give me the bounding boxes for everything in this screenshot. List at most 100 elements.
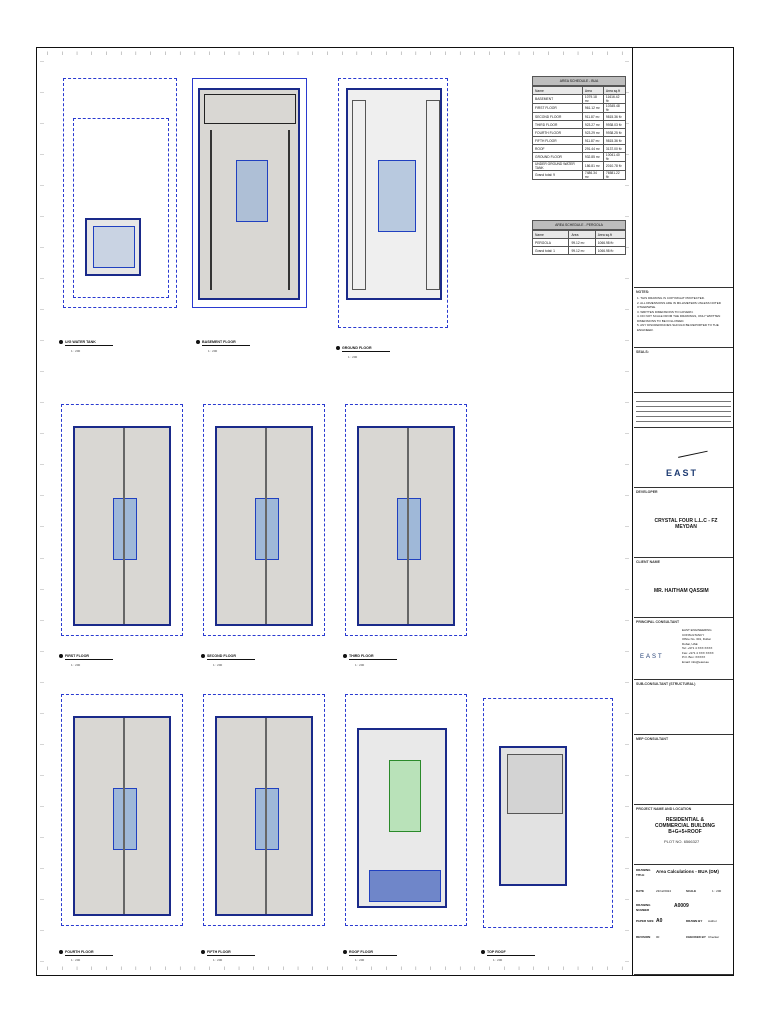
grid-tick: | xyxy=(474,50,476,55)
principal-detail-line: P.O. Box: XXXXX xyxy=(682,655,706,659)
schedule-cell: BASEMENT xyxy=(532,94,583,104)
grid-tick: | xyxy=(253,50,255,55)
grid-tick: | xyxy=(547,965,550,970)
schedule-cell: 99.12 m² xyxy=(568,246,596,255)
structural-label: SUB-CONSULTANT (STRUCTURAL) xyxy=(636,682,696,686)
consultant-logo: EAST xyxy=(666,468,699,478)
date-value: 23/12/2024 xyxy=(656,889,672,893)
plan-title: SECOND FLOOR xyxy=(201,654,255,660)
schedule-title: AREA SCHEDULE - BUA xyxy=(532,76,626,86)
grid-tick: | xyxy=(577,50,579,55)
project-section: PROJECT NAME AND LOCATION RESIDENTIAL & … xyxy=(634,805,733,865)
grid-tick: — xyxy=(625,58,629,63)
grid-tick: — xyxy=(625,864,629,870)
grid-tick: — xyxy=(40,430,44,436)
grid-tick: — xyxy=(625,802,629,808)
schedule-cell: 1066.98 ft² xyxy=(594,246,627,255)
principal-detail-line: Tel: +971 4 XXX XXXX xyxy=(682,646,713,650)
schedule-cell: 186.81 m² xyxy=(581,161,604,171)
grid-tick: | xyxy=(415,965,417,970)
grid-tick: | xyxy=(533,50,535,55)
grid-tick: — xyxy=(40,275,44,281)
grid-tick: | xyxy=(503,50,505,55)
grid-tick: | xyxy=(282,965,284,970)
schedule-cell: 9938.25 ft² xyxy=(602,128,627,137)
grid-tick: — xyxy=(40,616,44,622)
plan-scale: 1 : 200 xyxy=(71,663,81,667)
grid-tick: | xyxy=(385,50,387,55)
schedule-cell: 76581.22 ft² xyxy=(602,170,627,180)
schedule-cell: 1066.98 ft² xyxy=(594,238,627,247)
grid-tick: | xyxy=(164,50,166,55)
grid-tick: | xyxy=(150,50,152,55)
grid-tick: | xyxy=(621,50,623,55)
plan-scale: 1 : 200 xyxy=(493,958,503,962)
mep-label: MEP CONSULTANT xyxy=(636,737,669,741)
schedule-cell: 10041.40 ft² xyxy=(602,152,627,162)
notes-section: NOTES: 1. THIS DRAWING IS COPYRIGHT PROT… xyxy=(634,288,733,348)
schedule-cell: 9938.03 ft² xyxy=(602,120,627,129)
revision-label: REVISION xyxy=(636,935,651,939)
principal-detail-line: Fax: +971 4 XXX XXXX xyxy=(682,650,714,655)
seals-section: SEALS: xyxy=(634,348,733,393)
plan-scale: 1 : 200 xyxy=(208,349,218,353)
grid-tick: — xyxy=(40,492,44,498)
plan-scale: 1 : 200 xyxy=(213,958,223,962)
grid-tick: | xyxy=(76,50,78,55)
plan-title: FOURTH FLOOR xyxy=(59,950,113,956)
developer-label: DEVELOPER xyxy=(636,490,658,494)
scale-label: SCALE xyxy=(686,889,697,893)
schedule-title: AREA SCHEDULE - PERGOLA xyxy=(532,220,626,230)
schedule-header: Area sq.ft xyxy=(594,230,627,239)
grid-tick: — xyxy=(625,926,629,932)
schedule-cell: THIRD FLOOR xyxy=(532,120,583,129)
grid-tick: — xyxy=(40,368,44,374)
grid-tick: | xyxy=(61,965,63,970)
plan-fifth-floor: FIFTH FLOOR 1 : 200 xyxy=(197,688,337,968)
plan-third-floor: THIRD FLOOR 1 : 200 xyxy=(339,398,479,688)
date-label: DATE xyxy=(636,889,644,893)
grid-tick: | xyxy=(577,965,579,970)
grid-tick: — xyxy=(625,957,629,963)
grid-tick: | xyxy=(356,50,358,55)
grid-tick: — xyxy=(625,585,629,591)
grid-tick: | xyxy=(400,965,402,970)
schedule-header: Name xyxy=(531,230,570,239)
grid-tick: — xyxy=(625,89,629,95)
principal-detail-line: EAST ENGINEERING CONSULTANCY xyxy=(682,628,712,637)
grid-tick: | xyxy=(194,50,196,55)
grid-tick: | xyxy=(444,965,446,970)
grid-tick: | xyxy=(268,50,270,55)
grid-tick: | xyxy=(326,50,328,55)
schedule-cell: 911.87 m² xyxy=(581,136,604,145)
grid-tick: | xyxy=(297,50,299,55)
drawing-title: Area Calculations - BUA (DM) xyxy=(656,869,719,874)
grid-tick: — xyxy=(40,399,44,405)
drawing-area: ||||||||||||||||||||||||||||||||||||||||… xyxy=(37,48,633,975)
grid-tick: — xyxy=(40,554,44,560)
schedule-cell: 2010.78 ft² xyxy=(602,161,627,171)
grid-tick: | xyxy=(385,965,387,970)
paper-size-label: PAPER SIZE xyxy=(636,919,654,923)
grid-tick: — xyxy=(40,306,44,312)
plan-title: FIFTH FLOOR xyxy=(201,950,255,956)
grid-tick: | xyxy=(518,50,520,55)
schedule-cell: SECOND FLOOR xyxy=(532,112,583,121)
grid-tick: | xyxy=(562,50,564,55)
grid-tick: | xyxy=(533,965,535,970)
plan-title: TOP ROOF xyxy=(481,950,535,956)
schedule-cell: 7486.34 m² xyxy=(581,170,604,180)
grid-tick: | xyxy=(415,50,417,55)
grid-tick: — xyxy=(625,771,629,777)
grid-ticks-top: |||||||||||||||||||||||||||||||||||||||| xyxy=(37,50,633,58)
schedule-cell: PERGOLA xyxy=(531,238,570,247)
